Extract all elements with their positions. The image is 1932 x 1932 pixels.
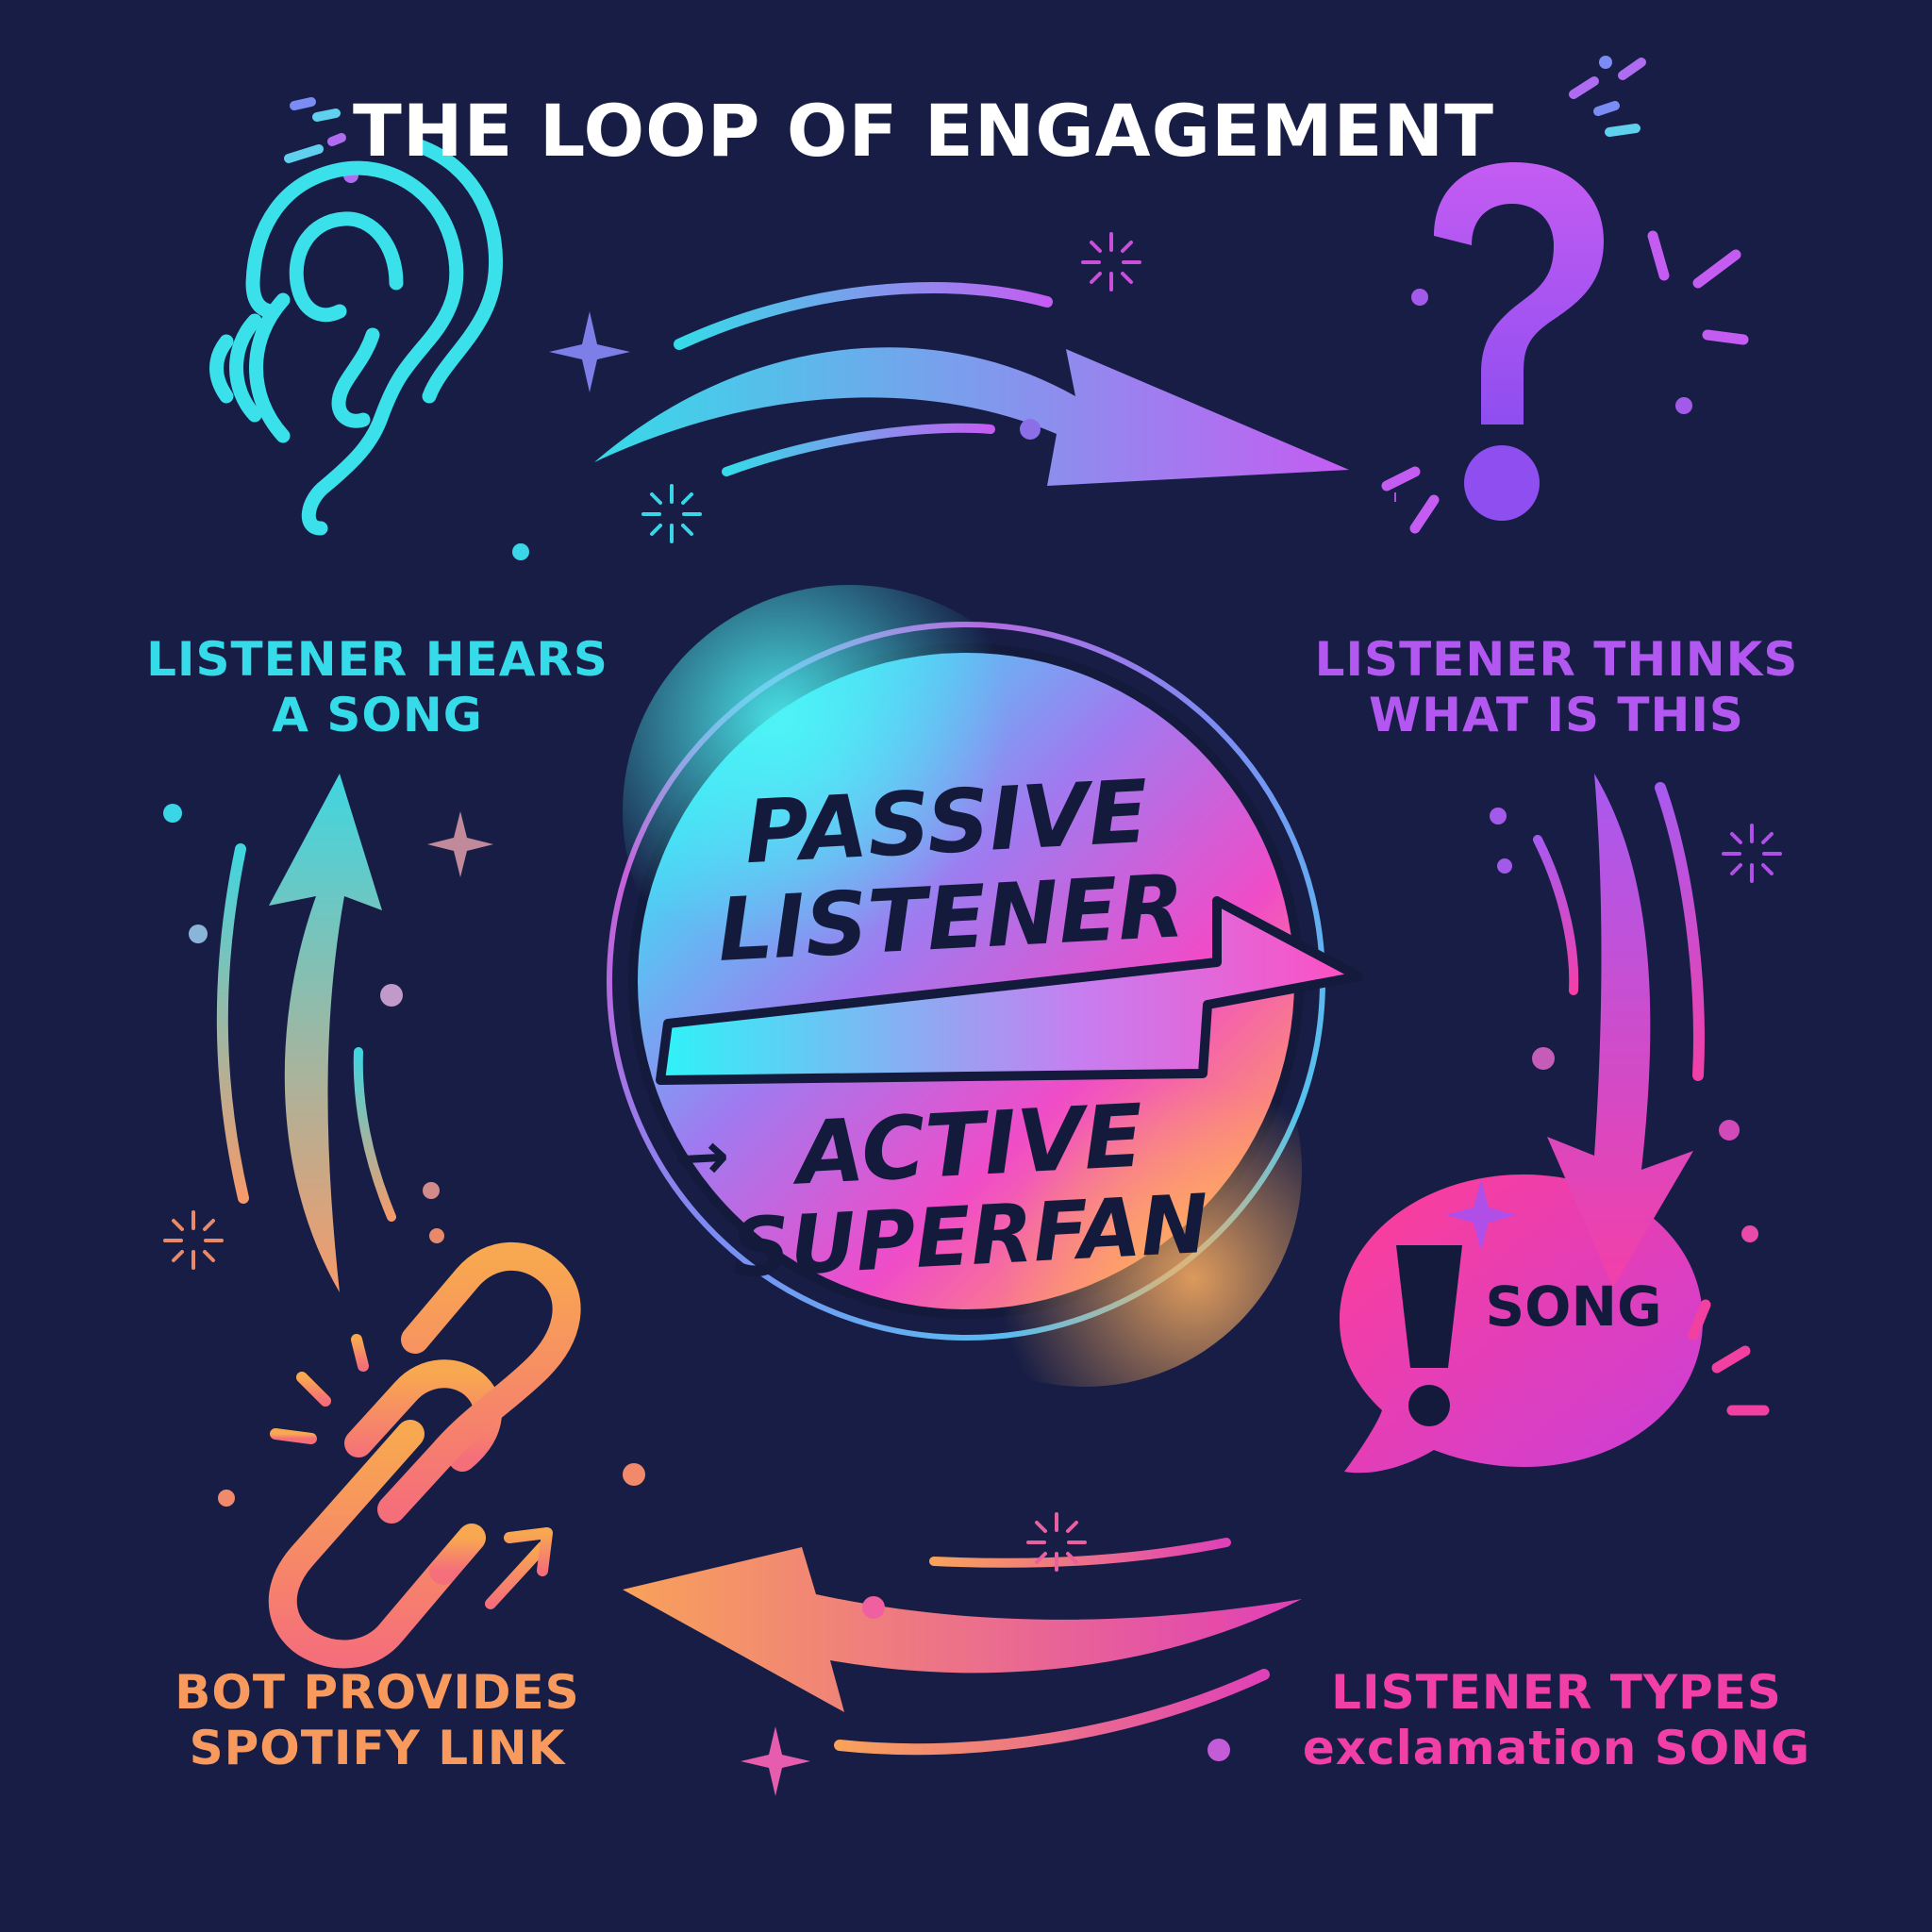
arrow-top [594,282,1349,486]
step-bot-line1: BOT PROVIDES [175,1665,580,1720]
step-hears-label: LISTENER HEARS A SONG [113,632,641,743]
arrow-left [216,774,396,1292]
ear-icon [209,139,504,536]
step-thinks-line1: LISTENER THINKS [1314,632,1799,687]
chain-link-icon [268,1241,581,1669]
arrow-bottom [623,1538,1302,1756]
step-bot-label: BOT PROVIDES SPOTIFY LINK [142,1665,613,1776]
title-decoration [284,56,1646,183]
bubble-song-text: SONG [1485,1274,1661,1339]
step-types-line2: exclamation SONG [1302,1721,1811,1775]
sparkles [163,232,1782,1796]
page-title: THE LOOP OF ENGAGEMENT [353,89,1494,173]
speech-bubble-icon: SONG [1340,1174,1770,1474]
arrow-right [1533,774,1705,1288]
question-mark-icon [1381,162,1749,534]
center-passive-text: PASSIVE [742,761,1151,883]
step-bot-line2: SPOTIFY LINK [189,1721,566,1775]
step-types-label: LISTENER TYPES exclamation SONG [1255,1665,1858,1776]
center-to-arrow: → [672,1117,731,1197]
center-active-text: ACTIVE [789,1086,1145,1205]
step-hears-line1: LISTENER HEARS [146,632,608,687]
step-types-line1: LISTENER TYPES [1331,1665,1782,1720]
center-orb: PASSIVE LISTENER → ACTIVE SUPERFAN [607,585,1363,1387]
step-thinks-line2: WHAT IS THIS [1369,688,1744,742]
step-thinks-label: LISTENER THINKS WHAT IS THIS [1292,632,1821,743]
step-hears-line2: A SONG [272,688,483,742]
center-listener-text: LISTENER [715,856,1187,981]
